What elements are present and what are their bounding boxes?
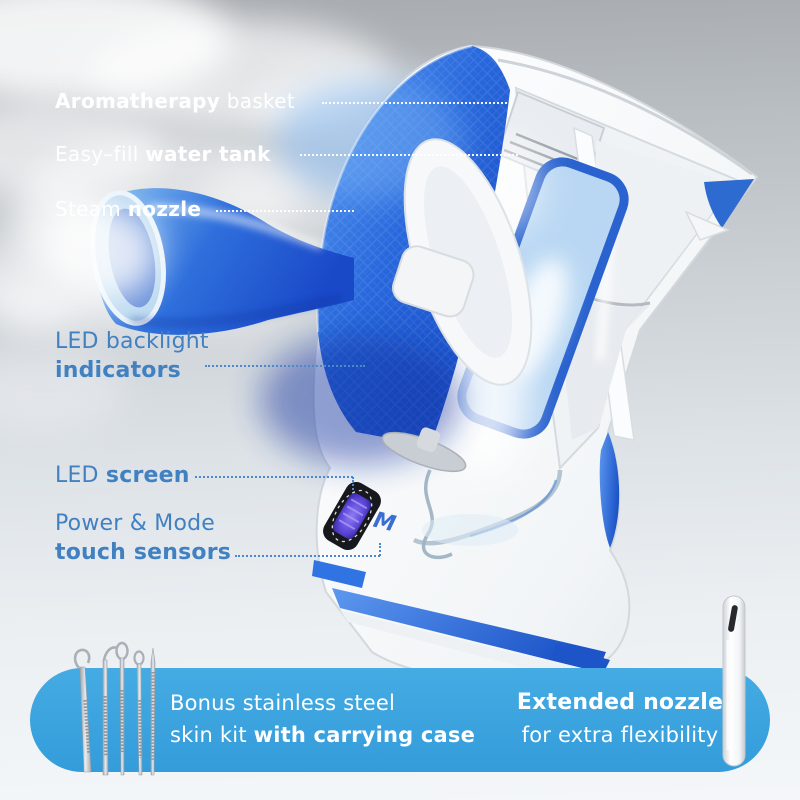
- side-accents: [599, 179, 754, 548]
- led-screen: [323, 481, 381, 551]
- callout-led-screen: LED screen: [55, 461, 190, 490]
- callout-water-tank: Easy–fill water tank: [55, 141, 271, 167]
- base-lip: [340, 610, 596, 684]
- banner-right-text: Extended nozzle for extra flexibility: [500, 687, 740, 751]
- callout-aromatherapy-bold: Aromatherapy: [55, 89, 221, 113]
- top-rim-line: [497, 58, 753, 176]
- callout-led-backlight: LED backlight indicators: [55, 327, 209, 385]
- callout-water-tank-regular: Easy–fill: [55, 142, 139, 166]
- banner-right-line2: for extra flexibility: [521, 723, 719, 747]
- callout-led-backlight-line2: indicators: [55, 358, 181, 384]
- tool-large-loop: [115, 641, 129, 776]
- device-base: M: [312, 427, 610, 684]
- banner-left-line2-regular: skin kit: [170, 723, 247, 747]
- base-trim-left: [312, 560, 366, 588]
- tool-loop-extractor: [73, 648, 92, 773]
- tool-small-loop: [133, 650, 145, 776]
- base-platform: [332, 588, 606, 672]
- leader-led-backlight: [205, 365, 365, 367]
- callout-steam-nozzle-bold: nozzle: [127, 197, 202, 221]
- funnel-connector: [392, 245, 475, 318]
- leader-led-screen-tick: [352, 477, 354, 490]
- callout-touch-sensors-line1: Power & Mode: [55, 511, 215, 536]
- banner-left-line2-bold: with carrying case: [253, 723, 476, 747]
- pen-slot: [728, 605, 738, 632]
- leader-aromatherapy: [322, 102, 507, 104]
- tool-needle: [150, 647, 156, 776]
- callout-aromatherapy-basket: Aromatherapy basket: [55, 88, 295, 114]
- callout-led-backlight-line1: LED backlight: [55, 329, 209, 354]
- banner-right-line1: Extended nozzle: [516, 690, 724, 715]
- skin-kit-tools: [73, 641, 156, 776]
- banner-left-text: Bonus stainless steel skin kit with carr…: [170, 687, 475, 751]
- callout-touch-sensors-line2: touch sensors: [55, 540, 232, 566]
- base-foot: [552, 644, 610, 672]
- mist-outlet-disc: [381, 427, 467, 473]
- callout-led-screen-regular: LED: [55, 463, 99, 488]
- facial-steamer-cutaway: M: [0, 44, 759, 684]
- leader-touch-sensors-tick: [379, 543, 381, 556]
- callout-steam-nozzle: Steam nozzle: [55, 196, 201, 222]
- callout-aromatherapy-regular: basket: [226, 89, 295, 113]
- leader-water-tank: [300, 154, 518, 156]
- steam-nozzle-funnel: [0, 184, 475, 335]
- leader-touch-sensors: [235, 555, 380, 557]
- callout-steam-nozzle-regular: Steam: [55, 197, 122, 221]
- banner-left-line1-text: Bonus stainless steel: [170, 691, 396, 715]
- banner-left-line2: skin kit with carrying case: [170, 719, 475, 751]
- extended-nozzle-pen: [722, 595, 746, 767]
- banner-left-line1: Bonus stainless steel: [170, 687, 475, 719]
- callout-water-tank-bold: water tank: [145, 142, 271, 166]
- tool-angled-lancet: [102, 646, 118, 776]
- water-splash: [412, 469, 563, 560]
- callout-touch-sensors: Power & Mode touch sensors: [55, 509, 231, 567]
- callout-led-screen-bold: screen: [105, 463, 190, 488]
- leader-led-screen: [195, 476, 353, 478]
- leader-steam-nozzle: [216, 210, 354, 212]
